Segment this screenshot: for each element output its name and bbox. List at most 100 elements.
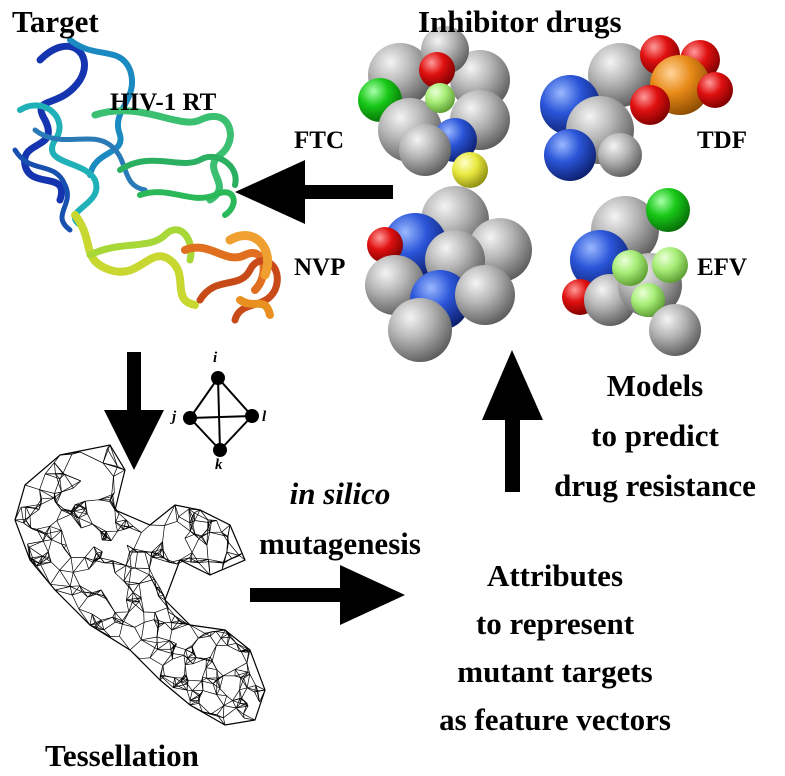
arrow-down-to-tessellation xyxy=(104,352,164,470)
mesh-edge xyxy=(59,569,74,573)
mesh-edge xyxy=(29,559,41,564)
attributes-line-3: mutant targets xyxy=(457,654,653,689)
mesh-edge xyxy=(102,462,126,471)
mesh-edge xyxy=(243,705,249,715)
mesh-edge xyxy=(172,653,184,656)
mesh-edge xyxy=(70,511,82,529)
mesh-edge xyxy=(114,612,123,621)
mesh-edge xyxy=(154,579,157,588)
mesh-edge xyxy=(129,525,134,528)
mesh-edge xyxy=(138,583,142,598)
mesh-edge xyxy=(100,557,114,562)
mesh-edge xyxy=(216,688,221,695)
mesh-edge xyxy=(211,645,217,662)
mesh-edge xyxy=(141,636,158,641)
mesh-edge xyxy=(119,636,131,651)
mesh-edge xyxy=(170,615,176,623)
mesh-edge xyxy=(86,513,93,525)
mesh-edge xyxy=(201,535,208,546)
mesh-edge xyxy=(240,651,248,663)
mesh-edge xyxy=(215,630,229,634)
mesh-edge xyxy=(190,530,200,539)
mesh-edge xyxy=(113,466,118,477)
mesh-edge xyxy=(92,553,97,563)
mesh-edge xyxy=(206,656,211,659)
mesh-edge xyxy=(114,611,129,613)
mesh-edge xyxy=(131,567,136,570)
mesh-edge xyxy=(198,561,209,563)
mesh-edge xyxy=(216,705,225,716)
mesh-edge xyxy=(56,520,62,531)
mesh-edge xyxy=(96,616,113,625)
mesh-edge xyxy=(38,504,42,510)
mesh-edge xyxy=(140,622,145,640)
mesh-edge xyxy=(44,462,55,475)
mesh-edge xyxy=(133,548,145,552)
mesh-edge xyxy=(14,519,24,524)
mesh-edge xyxy=(36,561,52,567)
mesh-edge xyxy=(241,649,251,653)
mesh-edge xyxy=(192,680,202,691)
mesh-edge xyxy=(115,519,127,523)
mesh-edge xyxy=(117,525,122,532)
mesh-edge xyxy=(54,586,71,591)
mesh-edge xyxy=(178,508,190,517)
mesh-edge xyxy=(191,645,193,653)
vertex-label-k: k xyxy=(215,457,223,473)
mesh-edge xyxy=(227,524,231,538)
mesh-edge xyxy=(205,667,207,679)
mesh-edge xyxy=(216,669,224,677)
mesh-edge xyxy=(114,572,125,582)
mesh-edge xyxy=(191,637,199,646)
mesh-edge xyxy=(125,519,130,528)
arrow-up-to-drugs xyxy=(482,350,543,492)
mesh-edge xyxy=(188,679,202,682)
mesh-edge xyxy=(240,677,248,688)
mesh-edge xyxy=(198,635,211,639)
mesh-edge xyxy=(126,592,134,601)
mesh-edge xyxy=(176,516,180,522)
models-line-2: to predict xyxy=(591,418,719,453)
mesh-edge xyxy=(51,539,62,545)
models-line-1: Models xyxy=(606,368,704,403)
mesh-edge xyxy=(152,556,164,559)
mesh-edge xyxy=(117,529,124,532)
mesh-edge xyxy=(227,644,240,652)
mesh-edge xyxy=(55,473,61,480)
mesh-edge xyxy=(47,551,52,563)
mesh-edge xyxy=(43,539,52,542)
mesh-edge xyxy=(159,675,165,681)
mesh-edge xyxy=(128,584,134,593)
mesh-edge xyxy=(129,639,142,651)
mesh-edge xyxy=(23,515,31,524)
mesh-edge xyxy=(192,657,197,664)
mesh-edge xyxy=(183,654,188,659)
mesh-edge xyxy=(36,556,43,567)
tessellation-mesh xyxy=(14,444,266,726)
mesh-edge xyxy=(148,568,155,580)
mesh-edge xyxy=(92,592,104,597)
mesh-edge xyxy=(42,555,49,558)
mesh-edge xyxy=(24,484,40,491)
mesh-edge xyxy=(204,632,211,637)
mesh-edge xyxy=(186,690,191,701)
mesh-edge xyxy=(104,560,114,564)
mesh-edge xyxy=(121,519,127,526)
mesh-edge xyxy=(73,511,82,529)
mesh-edge xyxy=(232,689,240,701)
mesh-edge xyxy=(198,538,208,546)
mesh-edge xyxy=(167,611,172,623)
mesh-edge xyxy=(189,557,199,563)
mesh-edge xyxy=(105,531,112,541)
mesh-edge xyxy=(113,469,126,477)
label-mutagenesis: mutagenesis xyxy=(259,526,421,561)
mesh-edge xyxy=(206,677,214,684)
mesh-edge xyxy=(93,546,101,558)
mesh-edge xyxy=(114,565,127,573)
mesh-edge xyxy=(78,596,88,610)
mesh-edge xyxy=(240,671,249,678)
mesh-edge xyxy=(109,444,118,467)
mesh-edge xyxy=(189,512,195,523)
mesh-edge xyxy=(175,681,182,686)
